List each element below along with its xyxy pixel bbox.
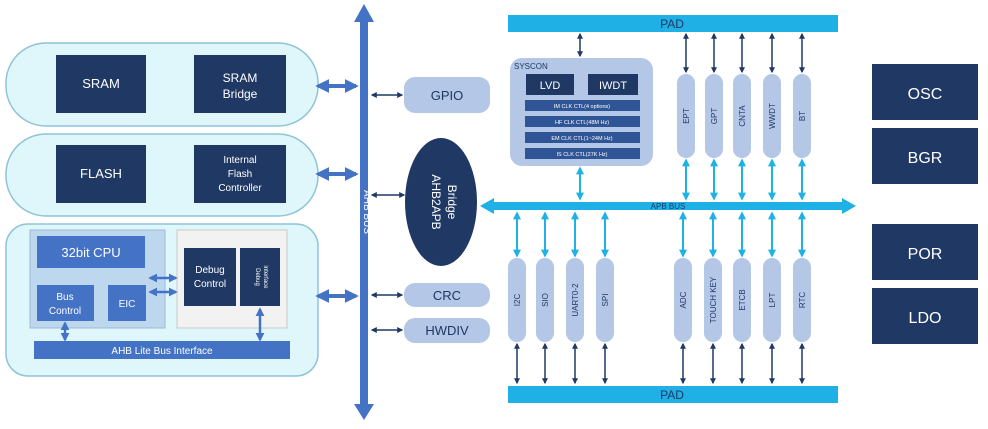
clock-label: HF CLK CTL(48M Hz) [555,120,609,126]
bus-control-label-2: Control [49,306,81,317]
bus-control-block [37,285,94,321]
bridge-label-2: Bridge [445,185,459,220]
bt-label: BT [798,111,807,121]
sram-bridge-label-2: Bridge [223,87,258,101]
debug-control-label-1: Debug [195,265,224,276]
flash-ctrl-label-3: Controller [218,183,262,194]
osc-block [872,64,978,120]
i2c-block: I2C [508,211,526,385]
pad-top-label: PAD [660,17,684,31]
bgr-label: BGR [908,150,943,167]
bus-control-label-1: Bus [56,292,73,303]
cnta-label: CNTA [738,105,747,127]
ahb-lite-label: AHB Lite Bus Interface [111,346,213,357]
etcb-block: ETCB [733,211,751,385]
ept-label: EPT [682,108,691,124]
lpt-label: LPT [768,293,777,308]
clock-row [525,100,640,111]
debug-control-label-2: Control [194,279,226,290]
lvd-block [526,74,574,95]
eic-block [108,285,146,321]
flash-panel: FLASH Internal Flash Controller [5,133,319,217]
flash-ctrl-label-1: Internal [223,155,256,166]
spi-block: SPI [596,211,614,385]
adc-block: ADC [674,211,692,385]
cpu-block [37,236,145,268]
i2c-label: I2C [513,294,522,307]
flash-ctrl-label-2: Flash [228,169,252,180]
sram-bridge-block [194,55,286,113]
iwdt-label: IWDT [599,80,627,92]
clock-row [525,148,640,159]
sram-bridge-label-1: SRAM [223,71,258,85]
gpt-block: GPT [705,32,723,201]
apb-bus: APB BUS [480,198,856,214]
adc-label: ADC [679,291,688,308]
bt-block: BT [793,32,811,201]
pad-top-bar [508,15,838,32]
sram-block [56,55,146,113]
flash-block [56,145,146,203]
crc-label: CRC [433,288,461,303]
debug-interface-block [240,248,280,306]
lpt-block: LPT [763,211,781,385]
debug-control-block [184,248,236,306]
wwdt-label: WWDT [768,103,777,129]
spi-label: SPI [601,294,610,307]
por-label: POR [908,246,943,263]
debug-interface-label-2: interface [262,265,268,289]
touchkey-block: TOUCH KEY [704,211,722,385]
wwdt-block: WWDT [763,32,781,201]
ahb-bus: AHB BUS [354,4,374,420]
rtc-block: RTC [793,211,811,385]
sram-panel: SRAM SRAM Bridge [5,42,319,127]
pad-bottom-bar [508,386,838,403]
ahb-lite-bar [34,341,290,359]
por-block [872,224,978,280]
ldo-label: LDO [909,310,942,327]
touchkey-label: TOUCH KEY [709,276,718,323]
clock-label: EM CLK CTL(1~24M Hz) [551,136,612,142]
sram-label: SRAM [82,76,120,91]
hwdiv-block: HWDIV [370,318,490,343]
clock-row [525,132,640,143]
uart-label: UART0-2 [571,283,580,317]
clock-label: IS CLK CTL(27K Hz) [556,152,607,158]
gpt-label: GPT [710,108,719,125]
cpu-panel: 32bit CPU Bus Control EIC Debug Control … [5,223,319,377]
syscon-title: SYSCON [514,62,548,71]
ept-block: EPT [677,32,695,201]
lvd-label: LVD [540,80,561,92]
ahb-bus-label: AHB BUS [361,190,372,234]
gpio-label: GPIO [431,88,464,103]
flash-controller-block [194,145,286,203]
ahb2apb-bridge: AHB2APB Bridge [370,138,477,266]
sio-label: SIO [541,293,550,307]
osc-label: OSC [908,86,943,103]
pad-bottom-label: PAD [660,388,684,402]
iwdt-block [588,74,638,95]
clock-label: IM CLK CTL(4 options) [554,104,610,110]
eic-label: EIC [119,299,136,310]
etcb-label: ETCB [738,289,747,310]
bridge-label-1: AHB2APB [429,174,443,229]
debug-interface-label-1: Debug [254,268,260,286]
rtc-label: RTC [798,292,807,309]
flash-label: FLASH [80,166,122,181]
apb-bus-label: APB BUS [651,202,686,211]
hwdiv-label: HWDIV [425,323,469,338]
gpio-block: GPIO [370,77,490,113]
cnta-block: CNTA [733,32,751,201]
cpu-label: 32bit CPU [61,245,120,260]
ldo-block [872,288,978,344]
crc-block: CRC [370,283,490,307]
bgr-block [872,128,978,184]
uart-block: UART0-2 [566,211,584,385]
syscon-block: SYSCON LVD IWDT IM CLK CTL(4 options) HF… [510,32,653,201]
clock-row [525,116,640,127]
sio-block: SIO [536,211,554,385]
